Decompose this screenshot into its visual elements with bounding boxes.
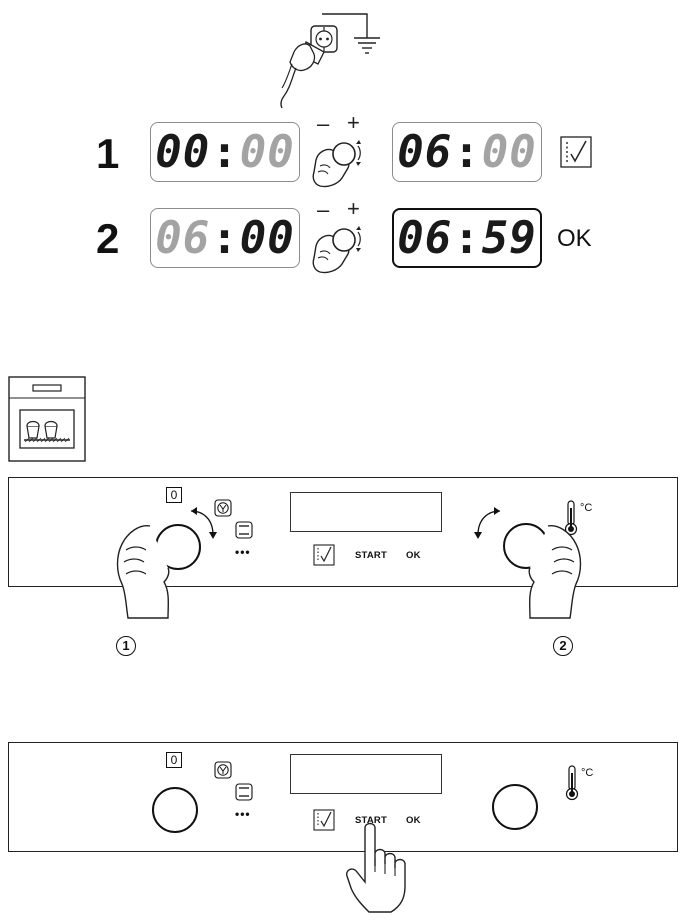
hand-turning-knob-icon: [116, 525, 170, 619]
power-plug-socket-icon: [280, 13, 380, 109]
panel-display-screen: [290, 754, 442, 794]
clock-check-icon[interactable]: [313, 544, 335, 566]
callout-2: 2: [553, 636, 573, 656]
start-button[interactable]: START: [355, 550, 387, 561]
rotate-arrow-icon: [190, 507, 217, 539]
clock-display-step1-before: 00:00: [150, 122, 300, 182]
minus-label: –: [317, 111, 330, 136]
temperature-unit-label: °C: [581, 767, 594, 779]
clock-display-step1-after: 06:00: [392, 122, 542, 182]
temperature-unit-label: °C: [580, 502, 593, 514]
minus-label: –: [317, 197, 330, 222]
display-hours: 00: [155, 126, 211, 178]
more-functions-dots: •••: [235, 545, 251, 559]
hand-turning-knob-icon: [312, 226, 361, 274]
zero-position-label: 0: [166, 752, 182, 768]
start-button[interactable]: START: [355, 815, 387, 826]
top-bottom-heat-icon: [235, 521, 253, 539]
ok-confirm-label: OK: [557, 225, 592, 252]
display-minutes: 00: [239, 126, 295, 178]
display-minutes: 59: [481, 212, 537, 264]
function-selector-knob[interactable]: [152, 787, 198, 833]
temperature-selector-knob[interactable]: [492, 784, 538, 830]
hand-pressing-icon: [345, 822, 406, 913]
hand-turning-knob-icon: [312, 140, 361, 188]
display-colon: :: [453, 126, 481, 178]
display-colon: :: [453, 212, 481, 264]
step-number-1: 1: [96, 130, 120, 177]
display-colon: :: [211, 212, 239, 264]
clock-display-step2-before: 06:00: [150, 208, 300, 268]
step-number-2: 2: [96, 215, 120, 262]
display-hours: 06: [155, 212, 211, 264]
plus-label: +: [347, 196, 360, 221]
fan-function-icon: [214, 761, 232, 779]
clock-display-step2-after: 06:59: [392, 208, 542, 268]
callout-1: 1: [116, 636, 136, 656]
clock-check-icon: [560, 136, 592, 168]
thermometer-icon: [564, 500, 578, 536]
display-hours: 06: [397, 212, 453, 264]
oven-baking-icon: [8, 376, 86, 462]
clock-check-icon[interactable]: [313, 809, 335, 831]
display-colon: :: [211, 126, 239, 178]
display-minutes: 00: [239, 212, 295, 264]
panel-display-screen: [290, 492, 442, 532]
display-minutes: 00: [481, 126, 537, 178]
oven-control-panel-start: 0 ••• START OK °C: [8, 742, 678, 852]
rotate-arrow-icon: [474, 507, 501, 539]
ok-button[interactable]: OK: [406, 550, 421, 561]
thermometer-icon: [565, 765, 579, 801]
fan-function-icon: [214, 499, 232, 517]
ok-button[interactable]: OK: [406, 815, 421, 826]
plus-label: +: [347, 110, 360, 135]
hand-turning-knob-icon: [528, 525, 582, 619]
more-functions-dots: •••: [235, 807, 251, 821]
zero-position-label: 0: [166, 487, 182, 503]
top-bottom-heat-icon: [235, 783, 253, 801]
display-hours: 06: [397, 126, 453, 178]
